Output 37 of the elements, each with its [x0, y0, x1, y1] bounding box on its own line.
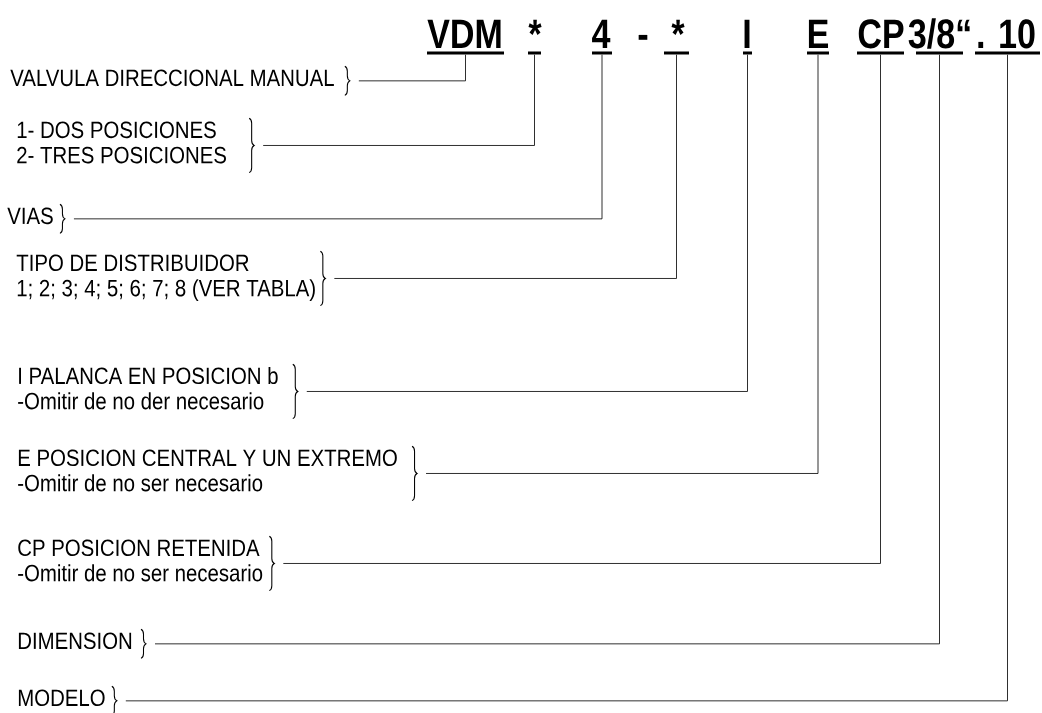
description-text: DIMENSION [18, 632, 132, 650]
leader-line [306, 54, 748, 392]
leader-line [125, 54, 1008, 702]
code-segment: VDM [427, 19, 504, 55]
node-label: I [744, 19, 750, 48]
description-text: I PALANCA EN POSICION b -Omitir de no der necesario [18, 366, 278, 410]
leader-line [333, 54, 677, 279]
description-text: MODELO [18, 689, 105, 707]
node-label: E [808, 19, 829, 48]
description-text: CP POSICION RETENIDA -Omitir de no ser necesario [18, 539, 263, 582]
node-label: * [671, 19, 685, 36]
code-segment: I [743, 19, 752, 55]
description-text: 1- DOS POSICIONES 2- TRES POSICIONES [17, 121, 226, 164]
leader-line [358, 54, 466, 82]
code-segment: 3/8“ [908, 18, 970, 55]
node-label: 3/8“ [908, 18, 970, 49]
code-segment: 4 [592, 19, 612, 55]
node-label: CP [858, 19, 904, 49]
leader-line [73, 54, 603, 220]
description-text: TIPO DE DISTRIBUIDOR 1; 2; 3; 4; 5; 6; 7; 8 (VER TABLA) [16, 254, 315, 301]
description-text: E POSICION CENTRAL Y UN EXTREMO -Omitir de no ser necesario [18, 449, 397, 492]
code-segment: E [807, 19, 829, 55]
code-segment: CP [857, 19, 904, 55]
code-segment: * [664, 19, 689, 55]
node-label: VDM [427, 19, 501, 48]
code-separator: - [638, 34, 648, 40]
description-text: VALVULA DIRECCIONAL MANUAL [10, 69, 334, 87]
code-segment: * [528, 19, 542, 55]
code-segment: . 10 [975, 19, 1040, 55]
description-text: VIAS [7, 207, 53, 225]
leader-line [262, 54, 535, 146]
leader-line [154, 54, 940, 645]
node-label: 4 [592, 19, 611, 48]
leader-line [282, 54, 881, 564]
leader-line [425, 54, 819, 474]
node-label: . 10 [978, 19, 1035, 49]
node-label: * [528, 19, 542, 36]
